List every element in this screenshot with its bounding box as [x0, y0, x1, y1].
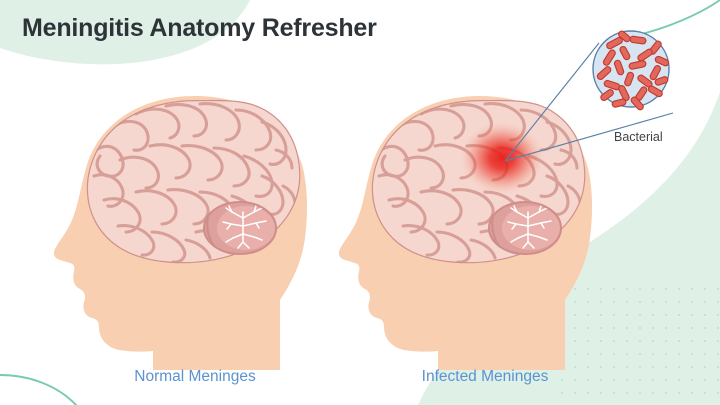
- mint-line-bottom-left: [0, 374, 77, 405]
- caption-infected-meninges: Infected Meninges: [421, 368, 549, 385]
- bacterial-label: Bacterial: [614, 130, 663, 144]
- cerebellum: [488, 201, 562, 255]
- infected-head-figure: [338, 96, 593, 370]
- inflammation-glow: [458, 120, 546, 196]
- arbor-vitae: [222, 205, 267, 249]
- bacteria-group: [596, 30, 670, 111]
- cerebellum: [203, 201, 277, 255]
- dot-pattern: [560, 280, 720, 405]
- caption-normal-meninges: Normal Meninges: [134, 368, 256, 385]
- connector-line-upper: [504, 42, 600, 162]
- mint-shape-top-left: [0, 0, 250, 65]
- normal-head-figure: [53, 96, 308, 370]
- magnifier-callout: [504, 30, 674, 162]
- connector-line-lower: [504, 112, 674, 162]
- page-title: Meningitis Anatomy Refresher: [22, 14, 377, 42]
- arbor-vitae: [507, 205, 552, 249]
